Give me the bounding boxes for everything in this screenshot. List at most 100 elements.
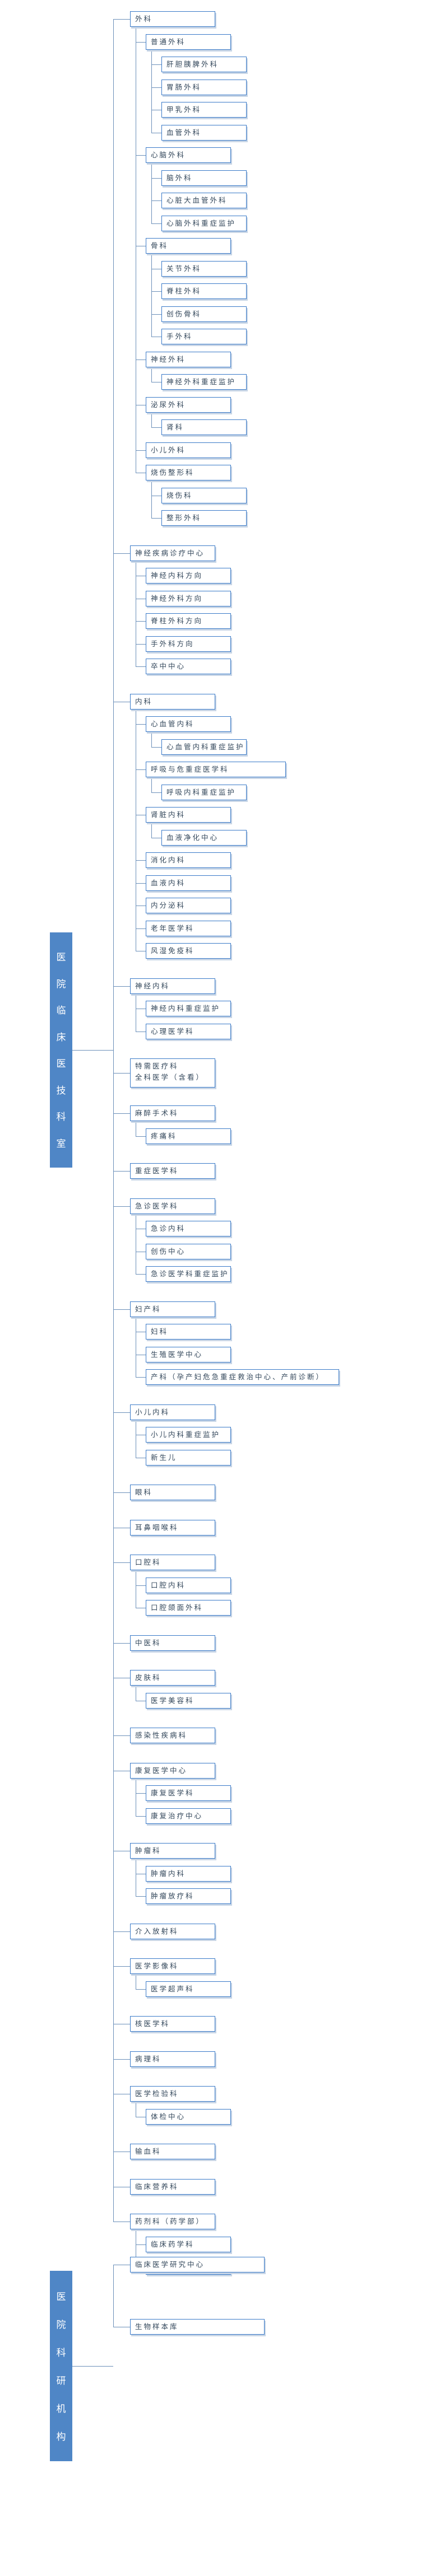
department-node[interactable]: 心脑外科 xyxy=(146,147,231,163)
department-node[interactable]: 康复医学中心 xyxy=(130,1762,215,1779)
department-node[interactable]: 康复医学科 xyxy=(146,1785,231,1801)
department-node[interactable]: 血管外科 xyxy=(161,124,247,141)
department-node[interactable]: 外科 xyxy=(130,11,215,27)
department-node[interactable]: 脑外科 xyxy=(161,170,247,186)
connector-line xyxy=(136,450,146,451)
root-label-char: 临 xyxy=(56,1005,66,1016)
connector-line xyxy=(136,724,146,725)
department-node[interactable]: 皮肤科 xyxy=(130,1670,215,1686)
department-node[interactable]: 新生儿 xyxy=(146,1449,231,1466)
department-node[interactable]: 呼吸内科重症监护 xyxy=(161,784,247,800)
department-node[interactable]: 血液净化中心 xyxy=(161,829,247,846)
department-node[interactable]: 中医科 xyxy=(130,1635,215,1651)
department-node[interactable]: 耳鼻咽喉科 xyxy=(130,1519,215,1536)
department-node[interactable]: 疼痛科 xyxy=(146,1128,231,1144)
department-node[interactable]: 肿瘤内科 xyxy=(146,1865,231,1882)
department-node[interactable]: 神经外科 xyxy=(146,351,231,367)
department-node[interactable]: 消化内科 xyxy=(146,852,231,868)
department-node[interactable]: 神经内科方向 xyxy=(146,568,231,584)
department-node[interactable]: 临床营养科 xyxy=(130,2178,215,2195)
department-node[interactable]: 重症医学科 xyxy=(130,1163,215,1179)
connector-line xyxy=(151,732,152,747)
department-node[interactable]: 妇产科 xyxy=(130,1301,215,1317)
department-node[interactable]: 输血科 xyxy=(130,2144,215,2159)
department-node[interactable]: 介入放射科 xyxy=(130,1923,215,1939)
department-node[interactable]: 心理医学科 xyxy=(146,1023,231,1039)
department-node[interactable]: 口腔颌面外科 xyxy=(146,1600,231,1616)
connector-line xyxy=(113,2059,130,2060)
department-node[interactable]: 老年医学科 xyxy=(146,920,231,936)
department-node[interactable]: 呼吸与危重症医学科 xyxy=(146,762,286,777)
department-node[interactable]: 心血管内科 xyxy=(146,716,231,732)
connector-line xyxy=(151,823,152,838)
department-node[interactable]: 神经外科重症监护 xyxy=(161,374,247,390)
department-node[interactable]: 肾脏内科 xyxy=(146,807,231,823)
department-node[interactable]: 体检中心 xyxy=(146,2108,231,2125)
department-node[interactable]: 肾科 xyxy=(161,419,247,435)
connector-line xyxy=(136,860,146,861)
connector-line xyxy=(151,291,161,292)
department-node[interactable]: 泌尿外科 xyxy=(146,396,231,413)
department-node[interactable]: 急诊医学科重症监护 xyxy=(146,1266,231,1282)
department-node[interactable]: 小儿外科 xyxy=(146,442,231,458)
department-node[interactable]: 甲乳外科 xyxy=(161,102,247,118)
department-node[interactable]: 烧伤科 xyxy=(161,487,247,503)
connector-line xyxy=(136,1793,146,1794)
connector-line xyxy=(151,163,152,223)
department-node[interactable]: 卒中中心 xyxy=(146,659,231,674)
department-node[interactable]: 医学检验科 xyxy=(130,2086,215,2102)
department-node[interactable]: 产科（孕产妇危急重症救治中心、产前诊断） xyxy=(146,1369,339,1385)
department-node[interactable]: 急诊医学科 xyxy=(130,1198,215,1214)
department-node[interactable]: 创伤中心 xyxy=(146,1243,231,1259)
department-node[interactable]: 医学超声科 xyxy=(146,1981,231,1997)
department-node[interactable]: 神经内科重症监护 xyxy=(146,1001,231,1016)
department-node[interactable]: 康复治疗中心 xyxy=(146,1808,231,1824)
department-node[interactable]: 神经内科 xyxy=(130,978,215,994)
department-node[interactable]: 核医学科 xyxy=(130,2016,215,2032)
department-node[interactable]: 医学美容科 xyxy=(146,1692,231,1709)
department-node[interactable]: 手外科 xyxy=(161,329,247,344)
department-node[interactable]: 脊柱外科方向 xyxy=(146,613,231,629)
department-node[interactable]: 关节外科 xyxy=(161,260,247,277)
department-node[interactable]: 脊柱外科 xyxy=(161,283,247,299)
department-node[interactable]: 胃肠外科 xyxy=(161,79,247,95)
department-node[interactable]: 手外科方向 xyxy=(146,636,231,652)
connector-line xyxy=(151,223,161,224)
department-node[interactable]: 口腔内科 xyxy=(146,1577,231,1593)
department-node[interactable]: 内分泌科 xyxy=(146,898,231,913)
department-node[interactable]: 特需医疗科 全科医学（含看） xyxy=(130,1058,215,1088)
department-node[interactable]: 心脑外科重症监护 xyxy=(161,215,247,231)
department-node[interactable]: 药剂科（药学部） xyxy=(130,2214,215,2229)
department-node[interactable]: 肝胆胰脾外科 xyxy=(161,57,247,72)
department-node[interactable]: 血液内科 xyxy=(146,875,231,891)
department-node[interactable]: 肿瘤科 xyxy=(130,1843,215,1859)
department-node[interactable]: 肿瘤放疗科 xyxy=(146,1888,231,1904)
department-node[interactable]: 口腔科 xyxy=(130,1555,215,1570)
department-node[interactable]: 心血管内科重症监护 xyxy=(161,739,247,755)
department-node[interactable]: 小儿内科 xyxy=(130,1404,215,1420)
department-node[interactable]: 普通外科 xyxy=(146,34,231,50)
connector-line xyxy=(136,41,146,43)
department-node[interactable]: 整形外科 xyxy=(161,510,247,526)
department-node[interactable]: 骨科 xyxy=(146,238,231,254)
department-node[interactable]: 病理科 xyxy=(130,2051,215,2067)
department-node[interactable]: 神经疾病诊疗中心 xyxy=(130,545,215,561)
department-node[interactable]: 妇科 xyxy=(146,1324,231,1340)
department-node[interactable]: 麻醉手术科 xyxy=(130,1105,215,1121)
department-node[interactable]: 临床药学科 xyxy=(146,2236,231,2252)
department-node[interactable]: 医学影像科 xyxy=(130,1958,215,1974)
department-node[interactable]: 眼科 xyxy=(130,1485,215,1500)
department-node[interactable]: 风湿免疫科 xyxy=(146,943,231,959)
department-node[interactable]: 神经外科方向 xyxy=(146,590,231,606)
department-node[interactable]: 感染性疾病科 xyxy=(130,1728,215,1743)
department-node[interactable]: 急诊内科 xyxy=(146,1221,231,1236)
department-node[interactable]: 临床医学研究中心 xyxy=(130,2257,265,2272)
department-node[interactable]: 烧伤整形科 xyxy=(146,465,231,480)
connector-line xyxy=(151,427,161,428)
department-node[interactable]: 生殖医学中心 xyxy=(146,1346,231,1362)
department-node[interactable]: 内科 xyxy=(130,693,215,710)
department-node[interactable]: 心脏大血管外科 xyxy=(161,193,247,208)
department-node[interactable]: 生物样本库 xyxy=(130,2318,265,2335)
department-node[interactable]: 创伤骨科 xyxy=(161,306,247,322)
department-node[interactable]: 小儿内科重症监护 xyxy=(146,1427,231,1443)
